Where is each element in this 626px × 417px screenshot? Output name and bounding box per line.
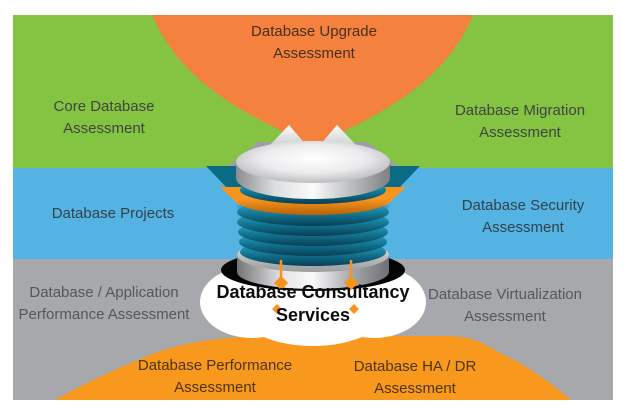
segment-label-line: Assessment: [273, 45, 355, 62]
segment-database-upgrade-assessment: Database Upgrade Assessment: [251, 21, 377, 65]
segment-database-virtualization-assessment: Database Virtualization Assessment: [428, 284, 582, 328]
segment-label-line: Assessment: [63, 120, 145, 137]
segment-label-line: Assessment: [482, 219, 564, 236]
hill-shape: [55, 336, 571, 400]
segment-label-line: Assessment: [174, 379, 256, 396]
segment-label-line: Assessment: [479, 124, 561, 141]
segment-label-line: Performance Assessment: [18, 306, 190, 323]
segment-database-projects: Database Projects: [52, 203, 175, 225]
funnel-shape: [152, 15, 473, 153]
segment-label-line: Database Security: [461, 197, 585, 214]
diagram-title-line: Services: [275, 305, 351, 325]
segment-label-line: Database Migration: [454, 102, 586, 119]
segment-label-line: Database Projects: [51, 205, 175, 222]
segment-label-line: Assessment: [464, 308, 546, 325]
segment-label-line: Core Database: [53, 98, 155, 115]
segment-label-line: Database Upgrade: [251, 23, 377, 40]
segment-database-migration-assessment: Database Migration Assessment: [455, 100, 585, 144]
segment-database-application-performance-assessment: Database / Application Performance Asses…: [19, 282, 190, 326]
segment-label-line: Assessment: [374, 380, 456, 397]
segment-database-performance-assessment: Database Performance Assessment: [138, 355, 292, 399]
segment-label-line: Database HA / DR: [353, 358, 477, 375]
segment-core-database-assessment: Core Database Assessment: [54, 96, 155, 140]
segment-label-line: Database / Application: [29, 284, 179, 301]
segment-label-line: Database Virtualization: [428, 286, 582, 303]
connector-diamond-icon: [272, 260, 359, 314]
diagram-title: Database Consultancy Services: [216, 281, 409, 327]
segment-label-line: Database Performance: [137, 357, 293, 374]
diagram-title-line: Database Consultancy: [216, 282, 410, 302]
database-stack-icon: [206, 125, 420, 291]
segment-database-security-assessment: Database Security Assessment: [462, 195, 585, 239]
segment-database-ha-dr-assessment: Database HA / DR Assessment: [354, 356, 477, 400]
